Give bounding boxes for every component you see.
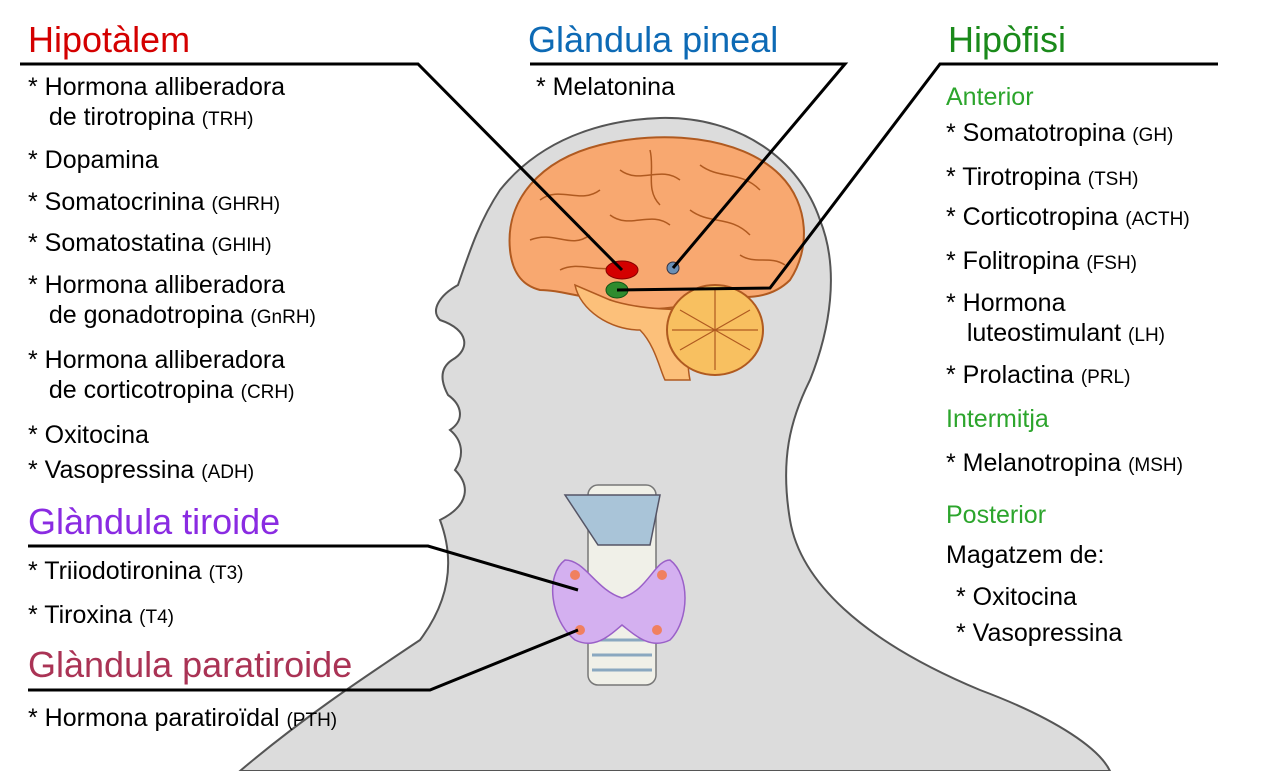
- pituitary-store-oxytocin: * Oxitocina: [956, 582, 1077, 612]
- item-text-cont: de corticotropina: [48, 376, 234, 404]
- item-abbr: (MSH): [1128, 455, 1183, 476]
- item-text: * Hormona alliberadora: [28, 271, 286, 299]
- item-abbr: (PTH): [286, 710, 338, 731]
- item-text-cont: de tirotropina: [48, 103, 195, 131]
- hypothalamus-item-ghih: * Somatostatina (GHIH): [28, 228, 272, 261]
- item-text: * Dopamina: [28, 146, 159, 174]
- pituitary-title: Hipòfisi: [948, 20, 1066, 60]
- item-abbr: (GHRH): [211, 194, 281, 215]
- pineal-title-text: Glàndula pineal: [528, 19, 779, 60]
- pituitary-store-label: Magatzem de:: [946, 540, 1104, 570]
- hypothalamus-item-dopamine: * Dopamina: [28, 145, 159, 175]
- item-text: * Vasopressina: [28, 456, 195, 484]
- larynx: [563, 494, 661, 546]
- item-text: * Hormona: [946, 289, 1066, 317]
- item-text: * Melatonina: [536, 73, 675, 101]
- hypothalamus-title: Hipotàlem: [28, 20, 190, 60]
- item-abbr: (TSH): [1087, 169, 1139, 190]
- brain-cerebrum: [508, 136, 805, 310]
- parathyroid-organs: [570, 570, 667, 635]
- pituitary-store-vasopressin: * Vasopressina: [956, 618, 1122, 648]
- hypothalamus-item-adh: * Vasopressina (ADH): [28, 455, 254, 488]
- item-text: * Somatocrinina: [28, 188, 205, 216]
- item-abbr: (CRH): [240, 382, 295, 403]
- item-abbr: (T3): [208, 563, 244, 584]
- cerebellum-folds: [672, 290, 758, 370]
- item-text: * Oxitocina: [956, 583, 1077, 611]
- item-text: * Tiroxina: [28, 601, 133, 629]
- hypothalamus-item-gnrh: * Hormona alliberadora de gonadotropina …: [28, 270, 316, 333]
- item-abbr: (TRH): [201, 109, 254, 130]
- pineal-item-melatonin: * Melatonina: [536, 72, 675, 102]
- item-text: * Hormona alliberadora: [28, 346, 286, 374]
- item-text: * Melanotropina: [946, 449, 1122, 477]
- pituitary-item-tsh: * Tirotropina (TSH): [946, 162, 1138, 195]
- item-text-cont: de gonadotropina: [48, 301, 244, 329]
- parathyroid-title: Glàndula paratiroide: [28, 645, 352, 685]
- item-abbr: (ACTH): [1125, 209, 1190, 230]
- item-text: * Hormona paratiroïdal: [28, 704, 280, 732]
- parathyroid-item-pth: * Hormona paratiroïdal (PTH): [28, 703, 337, 736]
- item-abbr: (ADH): [201, 462, 255, 483]
- thyroid-title: Glàndula tiroide: [28, 502, 280, 542]
- hypothalamus-item-trh: * Hormona alliberadora de tirotropina (T…: [28, 72, 285, 135]
- pituitary-item-acth: * Corticotropina (ACTH): [946, 202, 1190, 235]
- pituitary-item-gh: * Somatotropina (GH): [946, 118, 1173, 151]
- item-text: * Corticotropina: [946, 203, 1119, 231]
- item-text: * Folitropina: [946, 247, 1080, 275]
- label-text: Magatzem de:: [946, 541, 1105, 569]
- item-text: * Hormona alliberadora: [28, 73, 286, 101]
- pituitary-posterior-label: Posterior: [946, 500, 1046, 530]
- label-text: Intermitja: [946, 405, 1049, 433]
- item-text: * Somatostatina: [28, 229, 205, 257]
- hypothalamus-item-ghrh: * Somatocrinina (GHRH): [28, 187, 280, 220]
- hypothalamus-item-oxytocin: * Oxitocina: [28, 420, 149, 450]
- thyroid-title-text: Glàndula tiroide: [28, 501, 281, 542]
- pituitary-item-fsh: * Folitropina (FSH): [946, 246, 1137, 279]
- item-text: * Tirotropina: [946, 163, 1081, 191]
- item-text-cont: luteostimulant: [966, 319, 1122, 347]
- hypothalamus-item-crh: * Hormona alliberadora de corticotropina…: [28, 345, 294, 408]
- item-abbr: (GH): [1132, 125, 1174, 146]
- item-abbr: (PRL): [1080, 367, 1131, 388]
- pituitary-item-prl: * Prolactina (PRL): [946, 360, 1130, 393]
- pituitary-title-text: Hipòfisi: [948, 19, 1067, 60]
- pituitary-anterior-label: Anterior: [946, 82, 1034, 112]
- pineal-title: Glàndula pineal: [528, 20, 778, 60]
- item-text: * Vasopressina: [956, 619, 1123, 647]
- thyroid-item-t4: * Tiroxina (T4): [28, 600, 174, 633]
- item-text: * Prolactina: [946, 361, 1074, 389]
- label-text: Posterior: [946, 501, 1047, 529]
- brainstem: [573, 283, 707, 381]
- item-abbr: (GHIH): [211, 235, 272, 256]
- pituitary-intermediate-label: Intermitja: [946, 404, 1049, 434]
- item-abbr: (FSH): [1086, 253, 1138, 274]
- item-abbr: (T4): [139, 607, 174, 628]
- leader-lines: [20, 62, 1218, 692]
- pituitary-item-msh: * Melanotropina (MSH): [946, 448, 1183, 481]
- label-text: Anterior: [946, 83, 1034, 111]
- thyroid-item-t3: * Triiodotironina (T3): [28, 556, 244, 589]
- item-text: * Triiodotironina: [28, 557, 202, 585]
- brain-folds: [529, 149, 786, 271]
- parathyroid-title-text: Glàndula paratiroide: [28, 644, 353, 685]
- item-text: * Somatotropina: [946, 119, 1126, 147]
- hypothalamus-title-text: Hipotàlem: [28, 19, 191, 60]
- item-abbr: (GnRH): [250, 307, 316, 328]
- item-text: * Oxitocina: [28, 421, 149, 449]
- head-silhouette: [238, 116, 1112, 771]
- item-abbr: (LH): [1128, 325, 1165, 346]
- pituitary-item-lh: * Hormona luteostimulant (LH): [946, 288, 1165, 351]
